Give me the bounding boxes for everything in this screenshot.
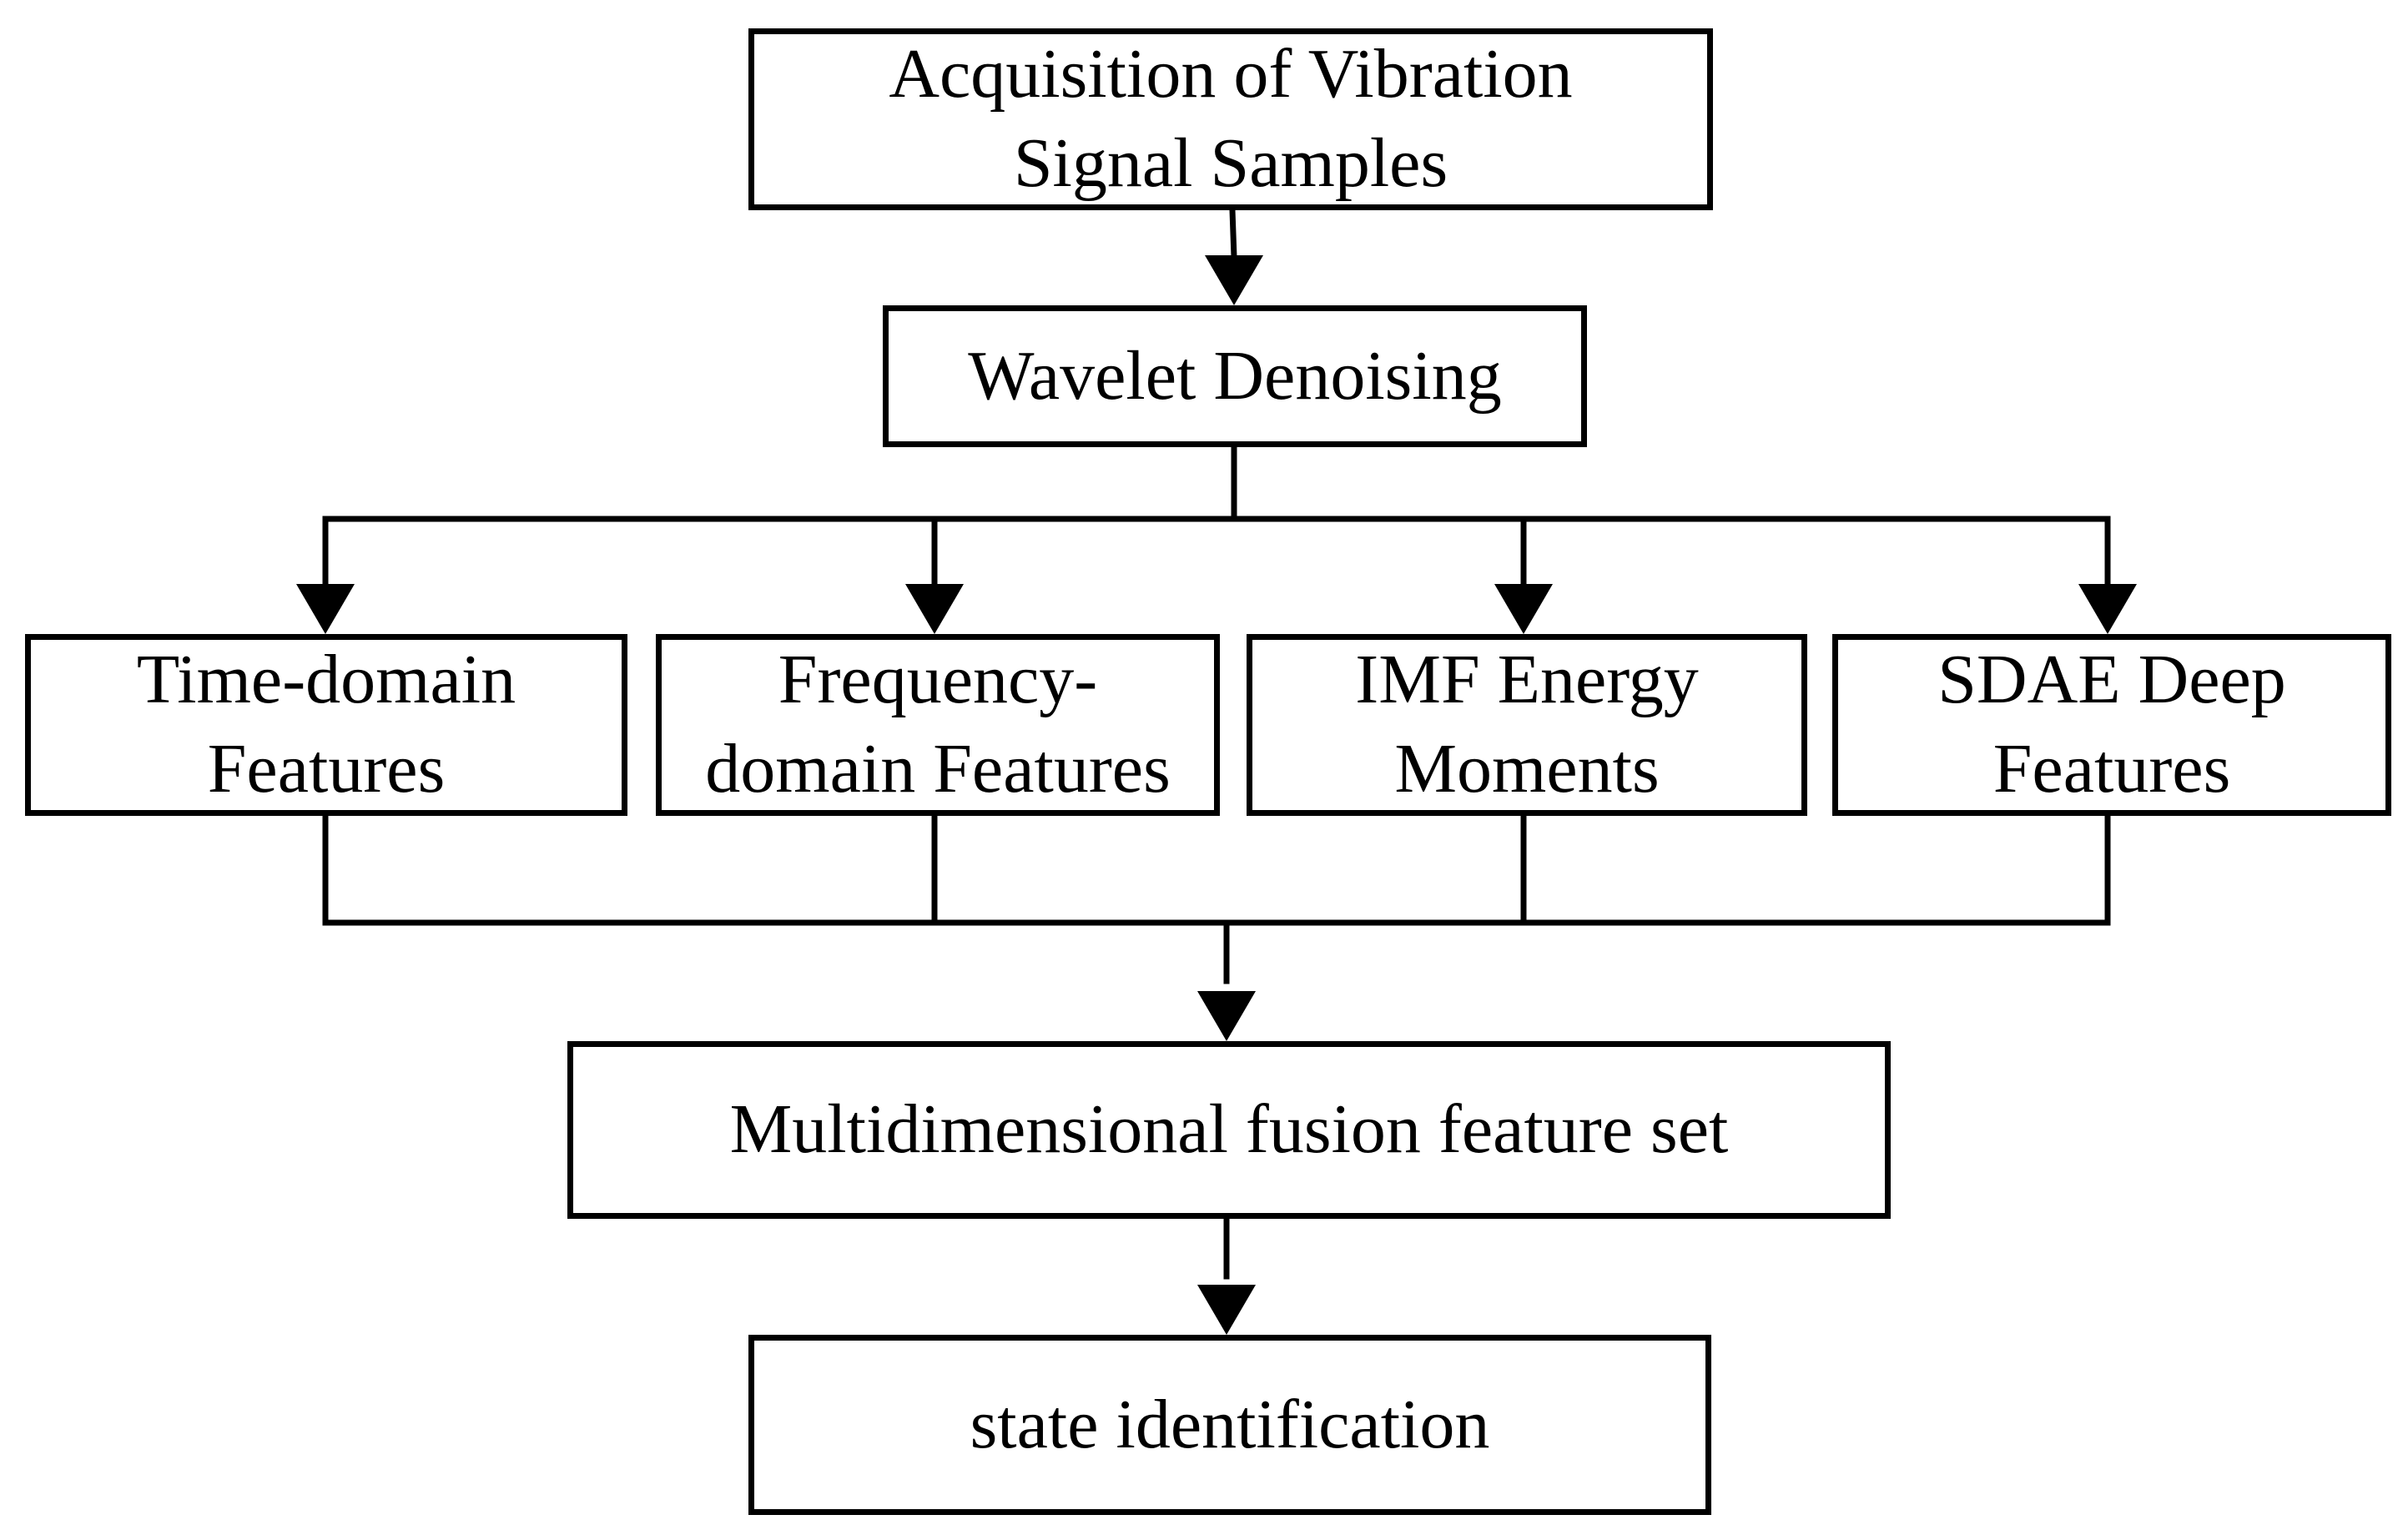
arrowhead-fusion: [1197, 991, 1256, 1041]
node-denoising: Wavelet Denoising: [883, 305, 1587, 447]
node-sdae-deep-line-2: Features: [1992, 730, 2231, 808]
node-acquisition-line-1: Acquisition of Vibration: [889, 35, 1573, 113]
node-fusion: Multidimensional fusion feature set: [567, 1041, 1891, 1219]
arrowhead-sdae-deep: [2078, 584, 2137, 634]
arrowhead-denoising: [1205, 255, 1263, 305]
node-imf-energy: IMF Energy Moments: [1247, 634, 1807, 816]
arrowhead-imf-energy: [1494, 584, 1553, 634]
node-time-domain: Time-domain Features: [25, 634, 627, 816]
node-frequency-domain-line-2: domain Features: [705, 730, 1171, 808]
node-sdae-deep: SDAE Deep Features: [1832, 634, 2391, 816]
node-time-domain-line-1: Time-domain: [136, 641, 516, 719]
node-denoising-line-1: Wavelet Denoising: [968, 336, 1502, 415]
node-imf-energy-line-1: IMF Energy: [1355, 641, 1699, 719]
node-time-domain-line-2: Features: [207, 730, 446, 808]
node-sdae-deep-line-1: SDAE Deep: [1937, 641, 2286, 719]
node-acquisition-line-2: Signal Samples: [1013, 124, 1448, 202]
arrowhead-frequency-domain: [905, 584, 964, 634]
node-fusion-line-1: Multidimensional fusion feature set: [729, 1090, 1729, 1169]
node-frequency-domain: Frequency- domain Features: [656, 634, 1220, 816]
node-frequency-domain-line-1: Frequency-: [778, 641, 1098, 719]
node-imf-energy-line-2: Moments: [1394, 730, 1660, 808]
node-state-line-1: state identification: [970, 1385, 1490, 1463]
edge-acquisition-denoising: [1229, 207, 1237, 260]
arrowhead-state: [1197, 1285, 1256, 1335]
node-state: state identification: [748, 1335, 1711, 1515]
node-acquisition: Acquisition of Vibration Signal Samples: [748, 28, 1713, 210]
arrowhead-time-domain: [296, 584, 355, 634]
